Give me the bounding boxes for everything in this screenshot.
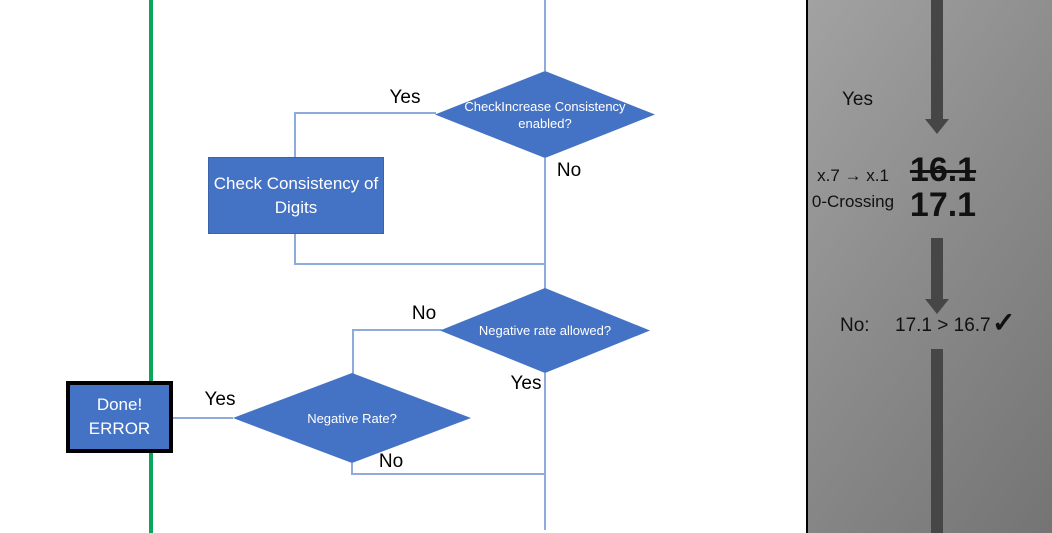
comparison-result-row: No: 17.1 > 16.7 ✓	[808, 307, 1052, 344]
old-value-strikethrough: 16.1	[909, 151, 977, 189]
connector-rejoin-main-line	[294, 263, 546, 265]
branch-label-no: No	[556, 160, 582, 181]
result-comparison: 17.1 > 16.7	[895, 315, 991, 336]
decision-label: CheckIncrease Consistency enabled?	[464, 98, 626, 131]
connector-yes-left-from-check-increase	[295, 112, 436, 114]
branch-label-yes: Yes	[204, 389, 236, 410]
connector-no-left-from-negative-rate-allowed	[352, 329, 442, 331]
connector-no-down-to-negative-rate-allowed	[544, 158, 546, 289]
connector-down-into-negative-rate	[352, 329, 354, 374]
decision-label: Negative rate allowed?	[478, 323, 612, 338]
down-arrow-icon	[931, 238, 943, 300]
connector-yes-to-done-error	[173, 417, 233, 419]
branch-label-yes: Yes	[389, 87, 421, 108]
process-check-consistency-of-digits: Check Consistency of Digits	[208, 157, 384, 234]
decision-negative-rate-allowed: Negative rate allowed?	[440, 288, 650, 373]
green-divider-line	[149, 0, 153, 533]
result-prefix: No:	[840, 315, 870, 336]
down-arrowhead-icon	[925, 119, 949, 134]
terminator-label: Done! ERROR	[88, 395, 151, 438]
decision-label: Negative Rate?	[307, 410, 397, 426]
down-arrow-icon	[931, 0, 943, 120]
terminator-done-error: Done! ERROR	[66, 381, 173, 453]
branch-label-yes: Yes	[510, 373, 542, 394]
zero-crossing-note: x.7 → x.1 0-Crossing	[811, 166, 895, 211]
panel-yes-label: Yes	[842, 89, 873, 110]
decision-check-increase-consistency: CheckIncrease Consistency enabled?	[435, 71, 655, 158]
value-comparison-numbers: 16.1 17.1	[903, 153, 983, 223]
new-value: 17.1	[909, 186, 977, 224]
connector-down-into-check-consistency	[294, 112, 296, 157]
decision-negative-rate: Negative Rate?	[233, 373, 471, 463]
connector-yes-down-main	[544, 373, 546, 530]
connector-top-into-check-increase	[544, 0, 546, 71]
down-arrow-icon	[931, 349, 943, 533]
connector-out-of-check-consistency	[294, 234, 296, 265]
checkmark-icon: ✓	[992, 307, 1016, 338]
connector-no-down-from-negative-rate	[351, 463, 353, 475]
process-label: Check Consistency of Digits	[213, 173, 379, 217]
down-arrowhead-icon	[925, 299, 949, 314]
branch-label-no: No	[378, 451, 404, 472]
annotation-panel: Yes x.7 → x.1 0-Crossing 16.1 17.1 No: 1…	[806, 0, 1052, 533]
branch-label-no: No	[411, 303, 437, 324]
connector-no-rejoin-main-line	[351, 473, 546, 475]
